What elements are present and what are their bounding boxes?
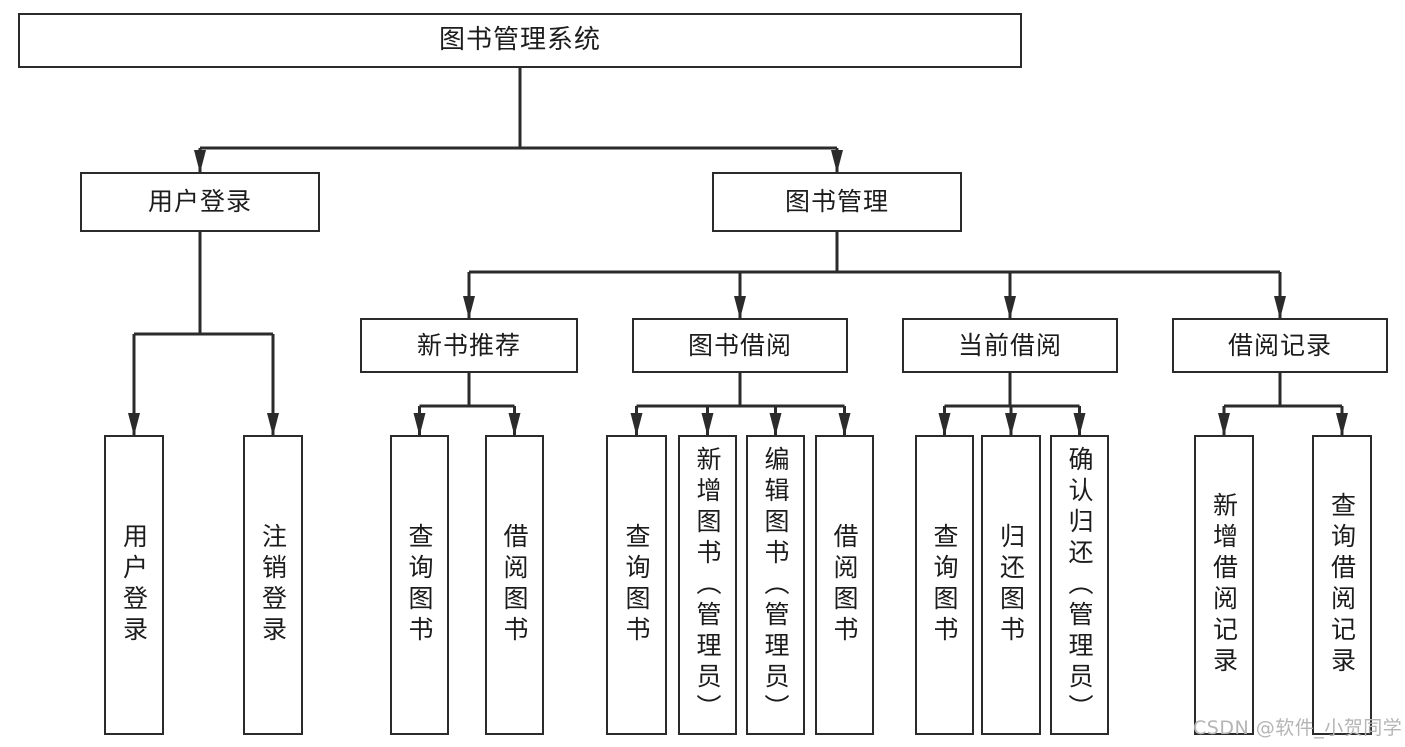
node-label: 编辑图书（管理员） xyxy=(761,445,790,725)
node-label: 新书推荐 xyxy=(416,330,521,360)
node-label: 借阅图书 xyxy=(830,523,859,647)
node-label: 归还图书 xyxy=(996,523,1026,647)
node-leaf-borrow-book-1[interactable]: 借阅图书 xyxy=(485,435,544,735)
node-label: 图书借阅 xyxy=(687,330,792,360)
node-label: 注销登录 xyxy=(258,523,288,647)
node-leaf-edit-book[interactable]: 编辑图书（管理员） xyxy=(746,435,805,735)
node-l2-book-mgmt[interactable]: 图书管理 xyxy=(712,172,962,232)
node-label: 借阅记录 xyxy=(1227,330,1332,360)
node-l3-book-borrow[interactable]: 图书借阅 xyxy=(632,318,848,373)
node-label: 查询借阅记录 xyxy=(1327,492,1357,678)
node-label: 查询图书 xyxy=(930,523,959,647)
node-l3-new-book-rec[interactable]: 新书推荐 xyxy=(360,318,578,373)
node-leaf-borrow-book-2[interactable]: 借阅图书 xyxy=(815,435,874,735)
node-leaf-add-record[interactable]: 新增借阅记录 xyxy=(1194,435,1254,735)
node-label: 新增图书（管理员） xyxy=(693,445,722,725)
node-label: 图书管理 xyxy=(784,187,889,217)
node-l3-borrow-record[interactable]: 借阅记录 xyxy=(1172,318,1388,373)
node-label: 用户登录 xyxy=(147,187,252,217)
node-label: 借阅图书 xyxy=(500,523,529,647)
node-leaf-confirm-return[interactable]: 确认归还（管理员） xyxy=(1050,435,1109,735)
node-leaf-return-book[interactable]: 归还图书 xyxy=(981,435,1041,735)
node-label: 确认归还（管理员） xyxy=(1065,445,1094,725)
node-label: 图书管理系统 xyxy=(438,25,601,56)
node-l3-current-borrow[interactable]: 当前借阅 xyxy=(902,318,1118,373)
node-leaf-query-record[interactable]: 查询借阅记录 xyxy=(1312,435,1372,735)
node-label: 新增借阅记录 xyxy=(1209,492,1239,678)
node-leaf-logout[interactable]: 注销登录 xyxy=(243,435,303,735)
node-leaf-query-book-2[interactable]: 查询图书 xyxy=(606,435,667,735)
node-leaf-user-login[interactable]: 用户登录 xyxy=(104,435,164,735)
node-root[interactable]: 图书管理系统 xyxy=(18,13,1022,68)
node-label: 用户登录 xyxy=(119,523,149,647)
node-l2-user-login[interactable]: 用户登录 xyxy=(80,172,320,232)
node-label: 查询图书 xyxy=(622,523,651,647)
node-leaf-add-book[interactable]: 新增图书（管理员） xyxy=(678,435,737,735)
node-leaf-query-book-3[interactable]: 查询图书 xyxy=(915,435,974,735)
node-label: 当前借阅 xyxy=(957,330,1062,360)
node-leaf-query-book-1[interactable]: 查询图书 xyxy=(390,435,449,735)
node-label: 查询图书 xyxy=(405,523,434,647)
